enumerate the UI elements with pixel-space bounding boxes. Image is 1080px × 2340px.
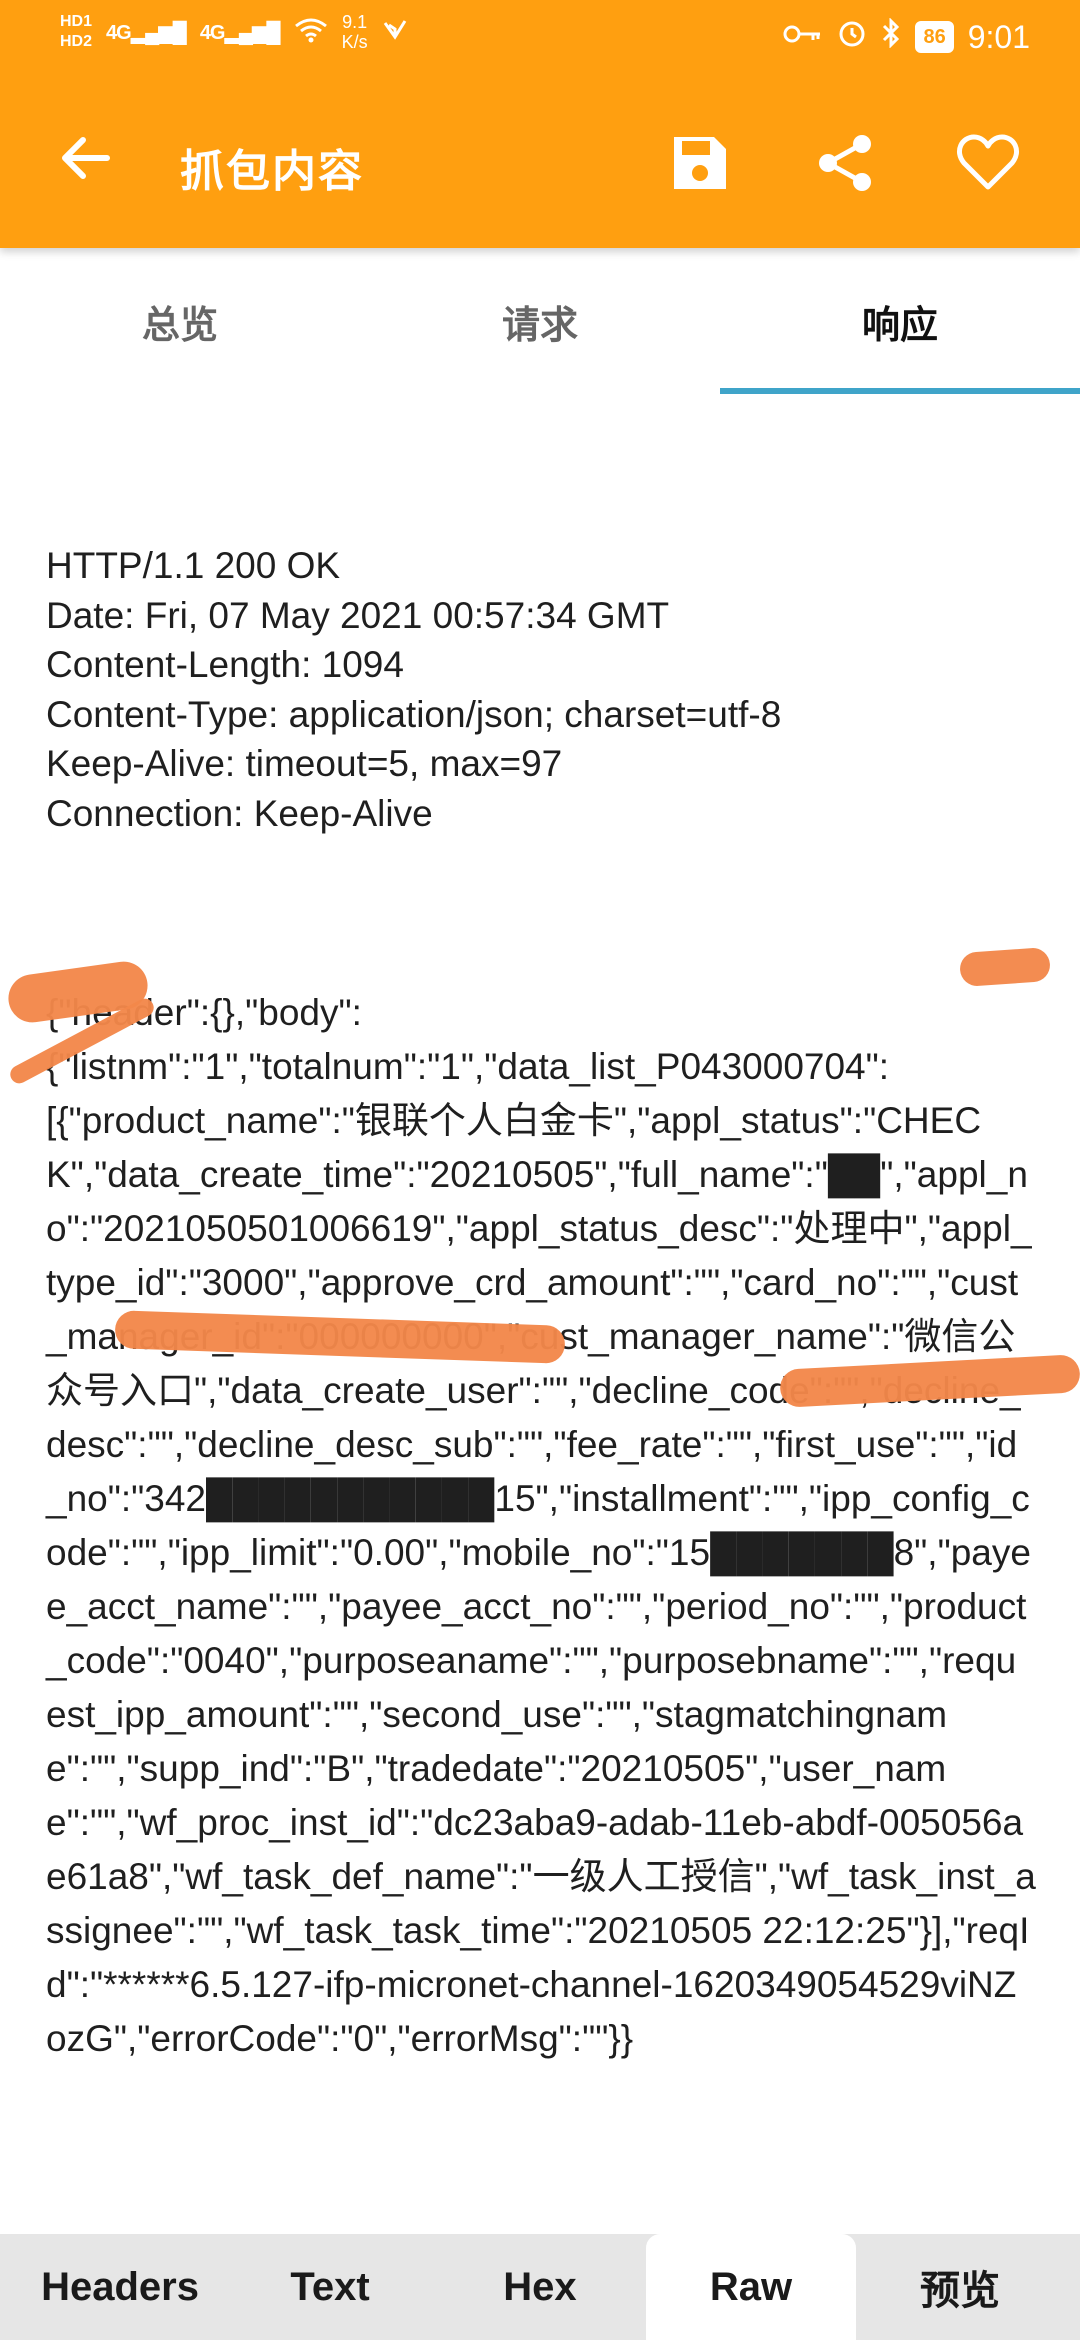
tab-request[interactable]: 请求 (501, 304, 578, 347)
signal-2-label: 4G (199, 21, 226, 44)
app-bar: HD1 HD2 4G▂▄▆█ 4G▂▄▆█ 9.1 K/s (0, 0, 1080, 248)
tab-text[interactable]: Text (290, 2264, 370, 2309)
bluetooth-icon (881, 17, 901, 56)
share-button[interactable] (806, 125, 886, 205)
bottom-tab-bar: Headers Text Hex Raw 预览 (0, 2234, 1080, 2340)
redaction-mark (958, 946, 1052, 988)
tab-bar: 总览 请求 响应 (0, 248, 1080, 394)
alarm-icon (837, 18, 867, 56)
status-bar: HD1 HD2 4G▂▄▆█ 4G▂▄▆█ 9.1 K/s (0, 0, 1080, 80)
signal-2: 4G▂▄▆█ (199, 20, 281, 45)
response-body: {"header":{},"body": {"listnm":"1","tota… (46, 992, 1036, 2059)
tab-response[interactable]: 响应 (861, 304, 938, 347)
signal-1: 4G▂▄▆█ (106, 20, 187, 45)
signal-bars-icon: ▂▄▆█ (130, 21, 187, 44)
tab-overview[interactable]: 总览 (141, 304, 218, 347)
toolbar: 抓包内容 (0, 100, 1080, 230)
signal-1-label: 4G (106, 21, 132, 44)
hd-indicators: HD1 HD2 (60, 12, 92, 52)
response-content: HTTP/1.1 200 OK Date: Fri, 07 May 2021 0… (46, 442, 1036, 2116)
back-arrow-icon (57, 130, 113, 191)
signal-bars-icon: ▂▄▆█ (224, 21, 281, 44)
tab-preview[interactable]: 预览 (920, 2269, 1000, 2313)
page-title: 抓包内容 (180, 147, 364, 196)
clock: 9:01 (967, 18, 1030, 55)
tab-hex[interactable]: Hex (503, 2264, 577, 2309)
hd1-label: HD1 (60, 13, 93, 30)
status-right: 86 9:01 (783, 17, 1030, 56)
share-icon (816, 133, 876, 198)
net-speed-unit: K/s (341, 32, 368, 52)
hd2-label: HD2 (60, 33, 93, 50)
save-icon (670, 133, 730, 198)
tab-indicator (720, 388, 1080, 394)
wifi-icon (294, 17, 328, 48)
favorite-button[interactable] (948, 125, 1028, 205)
save-button[interactable] (660, 125, 740, 205)
back-button[interactable] (50, 125, 120, 195)
response-headers: HTTP/1.1 200 OK Date: Fri, 07 May 2021 0… (46, 545, 782, 834)
net-speed-value: 9.1 (342, 12, 368, 32)
tab-headers[interactable]: Headers (41, 2264, 199, 2309)
net-speed: 9.1 K/s (342, 12, 368, 52)
battery-indicator: 86 (915, 21, 954, 53)
key-icon (783, 20, 823, 54)
app-notification-icon (382, 17, 408, 48)
tab-raw[interactable]: Raw (646, 2234, 856, 2340)
status-left: HD1 HD2 4G▂▄▆█ 4G▂▄▆█ 9.1 K/s (60, 12, 408, 52)
heart-icon (956, 133, 1020, 198)
